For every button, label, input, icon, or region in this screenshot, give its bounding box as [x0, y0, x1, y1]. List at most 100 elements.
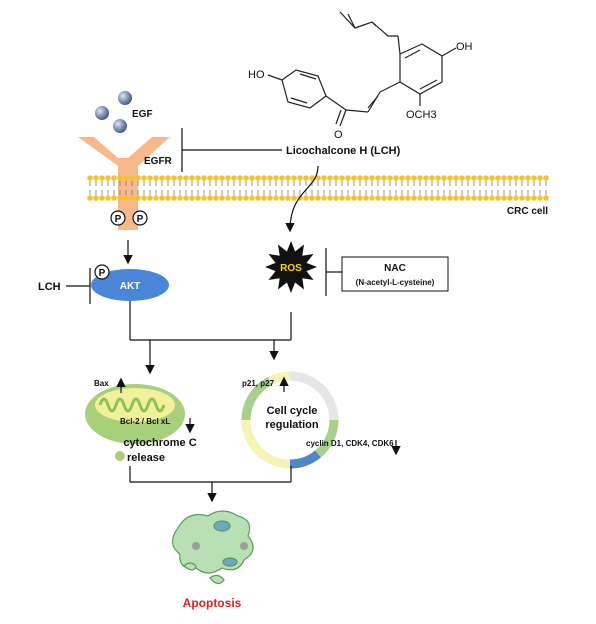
- lipid-head: [441, 175, 447, 181]
- lipid-head: [507, 195, 513, 201]
- lipid-head: [213, 195, 219, 201]
- lipid-head: [225, 195, 231, 201]
- lipid-head: [297, 175, 303, 181]
- lipid-head: [447, 175, 453, 181]
- lipid-head: [279, 175, 285, 181]
- lipid-head: [117, 175, 123, 181]
- lch-name-label: Licochalcone H (LCH): [286, 145, 401, 157]
- lipid-head: [489, 175, 495, 181]
- apoptosis-label: Apoptosis: [183, 596, 242, 610]
- lipid-head: [141, 195, 147, 201]
- lipid-head: [453, 195, 459, 201]
- lipid-head: [393, 175, 399, 181]
- lipid-head: [357, 175, 363, 181]
- lipid-head: [351, 175, 357, 181]
- ros-label: ROS: [280, 263, 302, 274]
- lipid-head: [465, 175, 471, 181]
- lipid-head: [513, 175, 519, 181]
- lipid-head: [399, 175, 405, 181]
- lipid-head: [153, 175, 159, 181]
- lipid-head: [135, 175, 141, 181]
- egfr-label: EGFR: [144, 156, 173, 167]
- lipid-head: [129, 195, 135, 201]
- lipid-head: [471, 195, 477, 201]
- bax-label: Bax: [94, 379, 109, 388]
- lipid-head: [543, 195, 549, 201]
- lipid-head: [267, 195, 273, 201]
- lipid-head: [141, 175, 147, 181]
- lipid-head: [261, 195, 267, 201]
- lipid-head: [285, 195, 291, 201]
- akt-label: AKT: [120, 281, 141, 292]
- lipid-head: [483, 195, 489, 201]
- lipid-head: [357, 195, 363, 201]
- lipid-head: [159, 175, 165, 181]
- chem-ho-left: HO: [248, 69, 265, 81]
- lipid-head: [363, 195, 369, 201]
- phospho-egfr-right: P: [132, 210, 148, 226]
- arrow-lch-to-ros: [285, 165, 319, 233]
- lipid-head: [177, 175, 183, 181]
- lipid-head: [87, 195, 93, 201]
- lipid-head: [213, 175, 219, 181]
- lipid-head: [369, 195, 375, 201]
- lipid-head: [333, 175, 339, 181]
- lipid-head: [507, 175, 513, 181]
- cell-cycle-line2: regulation: [265, 419, 318, 431]
- lipid-head: [111, 175, 117, 181]
- lipid-head: [219, 195, 225, 201]
- lipid-head: [237, 195, 243, 201]
- lipid-head: [321, 195, 327, 201]
- lipid-head: [171, 175, 177, 181]
- lipid-head: [315, 175, 321, 181]
- branch-connectors: [129, 301, 292, 375]
- lipid-head: [309, 175, 315, 181]
- lipid-head: [447, 195, 453, 201]
- lipid-head: [219, 175, 225, 181]
- lipid-head: [405, 195, 411, 201]
- svg-text:P: P: [115, 214, 122, 225]
- lipid-head: [531, 175, 537, 181]
- lipid-head: [525, 195, 531, 201]
- lipid-head: [249, 175, 255, 181]
- lipid-head: [93, 175, 99, 181]
- lipid-head: [537, 195, 543, 201]
- lipid-head: [453, 175, 459, 181]
- nac-inhibits-ros: [325, 248, 342, 296]
- lipid-head: [111, 195, 117, 201]
- svg-text:P: P: [137, 214, 144, 225]
- lipid-head: [495, 175, 501, 181]
- lipid-head: [105, 175, 111, 181]
- lipid-head: [423, 175, 429, 181]
- lipid-head: [195, 195, 201, 201]
- lipid-head: [387, 195, 393, 201]
- lipid-head: [543, 175, 549, 181]
- lipid-head: [147, 175, 153, 181]
- cytochrome-line1: cytochrome C: [123, 437, 196, 449]
- lipid-head: [267, 175, 273, 181]
- lipid-head: [429, 195, 435, 201]
- lipid-head: [363, 175, 369, 181]
- ros-starburst: [265, 241, 317, 293]
- lipid-head: [315, 195, 321, 201]
- lipid-head: [459, 195, 465, 201]
- lipid-head: [123, 175, 129, 181]
- lipid-head: [465, 195, 471, 201]
- lipid-head: [207, 175, 213, 181]
- lipid-head: [99, 195, 105, 201]
- lipid-head: [501, 175, 507, 181]
- lipid-head: [273, 175, 279, 181]
- lipid-head: [255, 175, 261, 181]
- lipid-head: [165, 175, 171, 181]
- lipid-head: [435, 195, 441, 201]
- lipid-head: [327, 195, 333, 201]
- lipid-head: [135, 195, 141, 201]
- lipid-head: [303, 195, 309, 201]
- svg-text:P: P: [99, 268, 106, 279]
- lipid-head: [225, 175, 231, 181]
- lipid-head: [399, 195, 405, 201]
- lipid-head: [327, 175, 333, 181]
- lipid-head: [489, 195, 495, 201]
- lipid-head: [351, 195, 357, 201]
- nac-full-name: (N-acetyl-L-cysteine): [356, 278, 435, 287]
